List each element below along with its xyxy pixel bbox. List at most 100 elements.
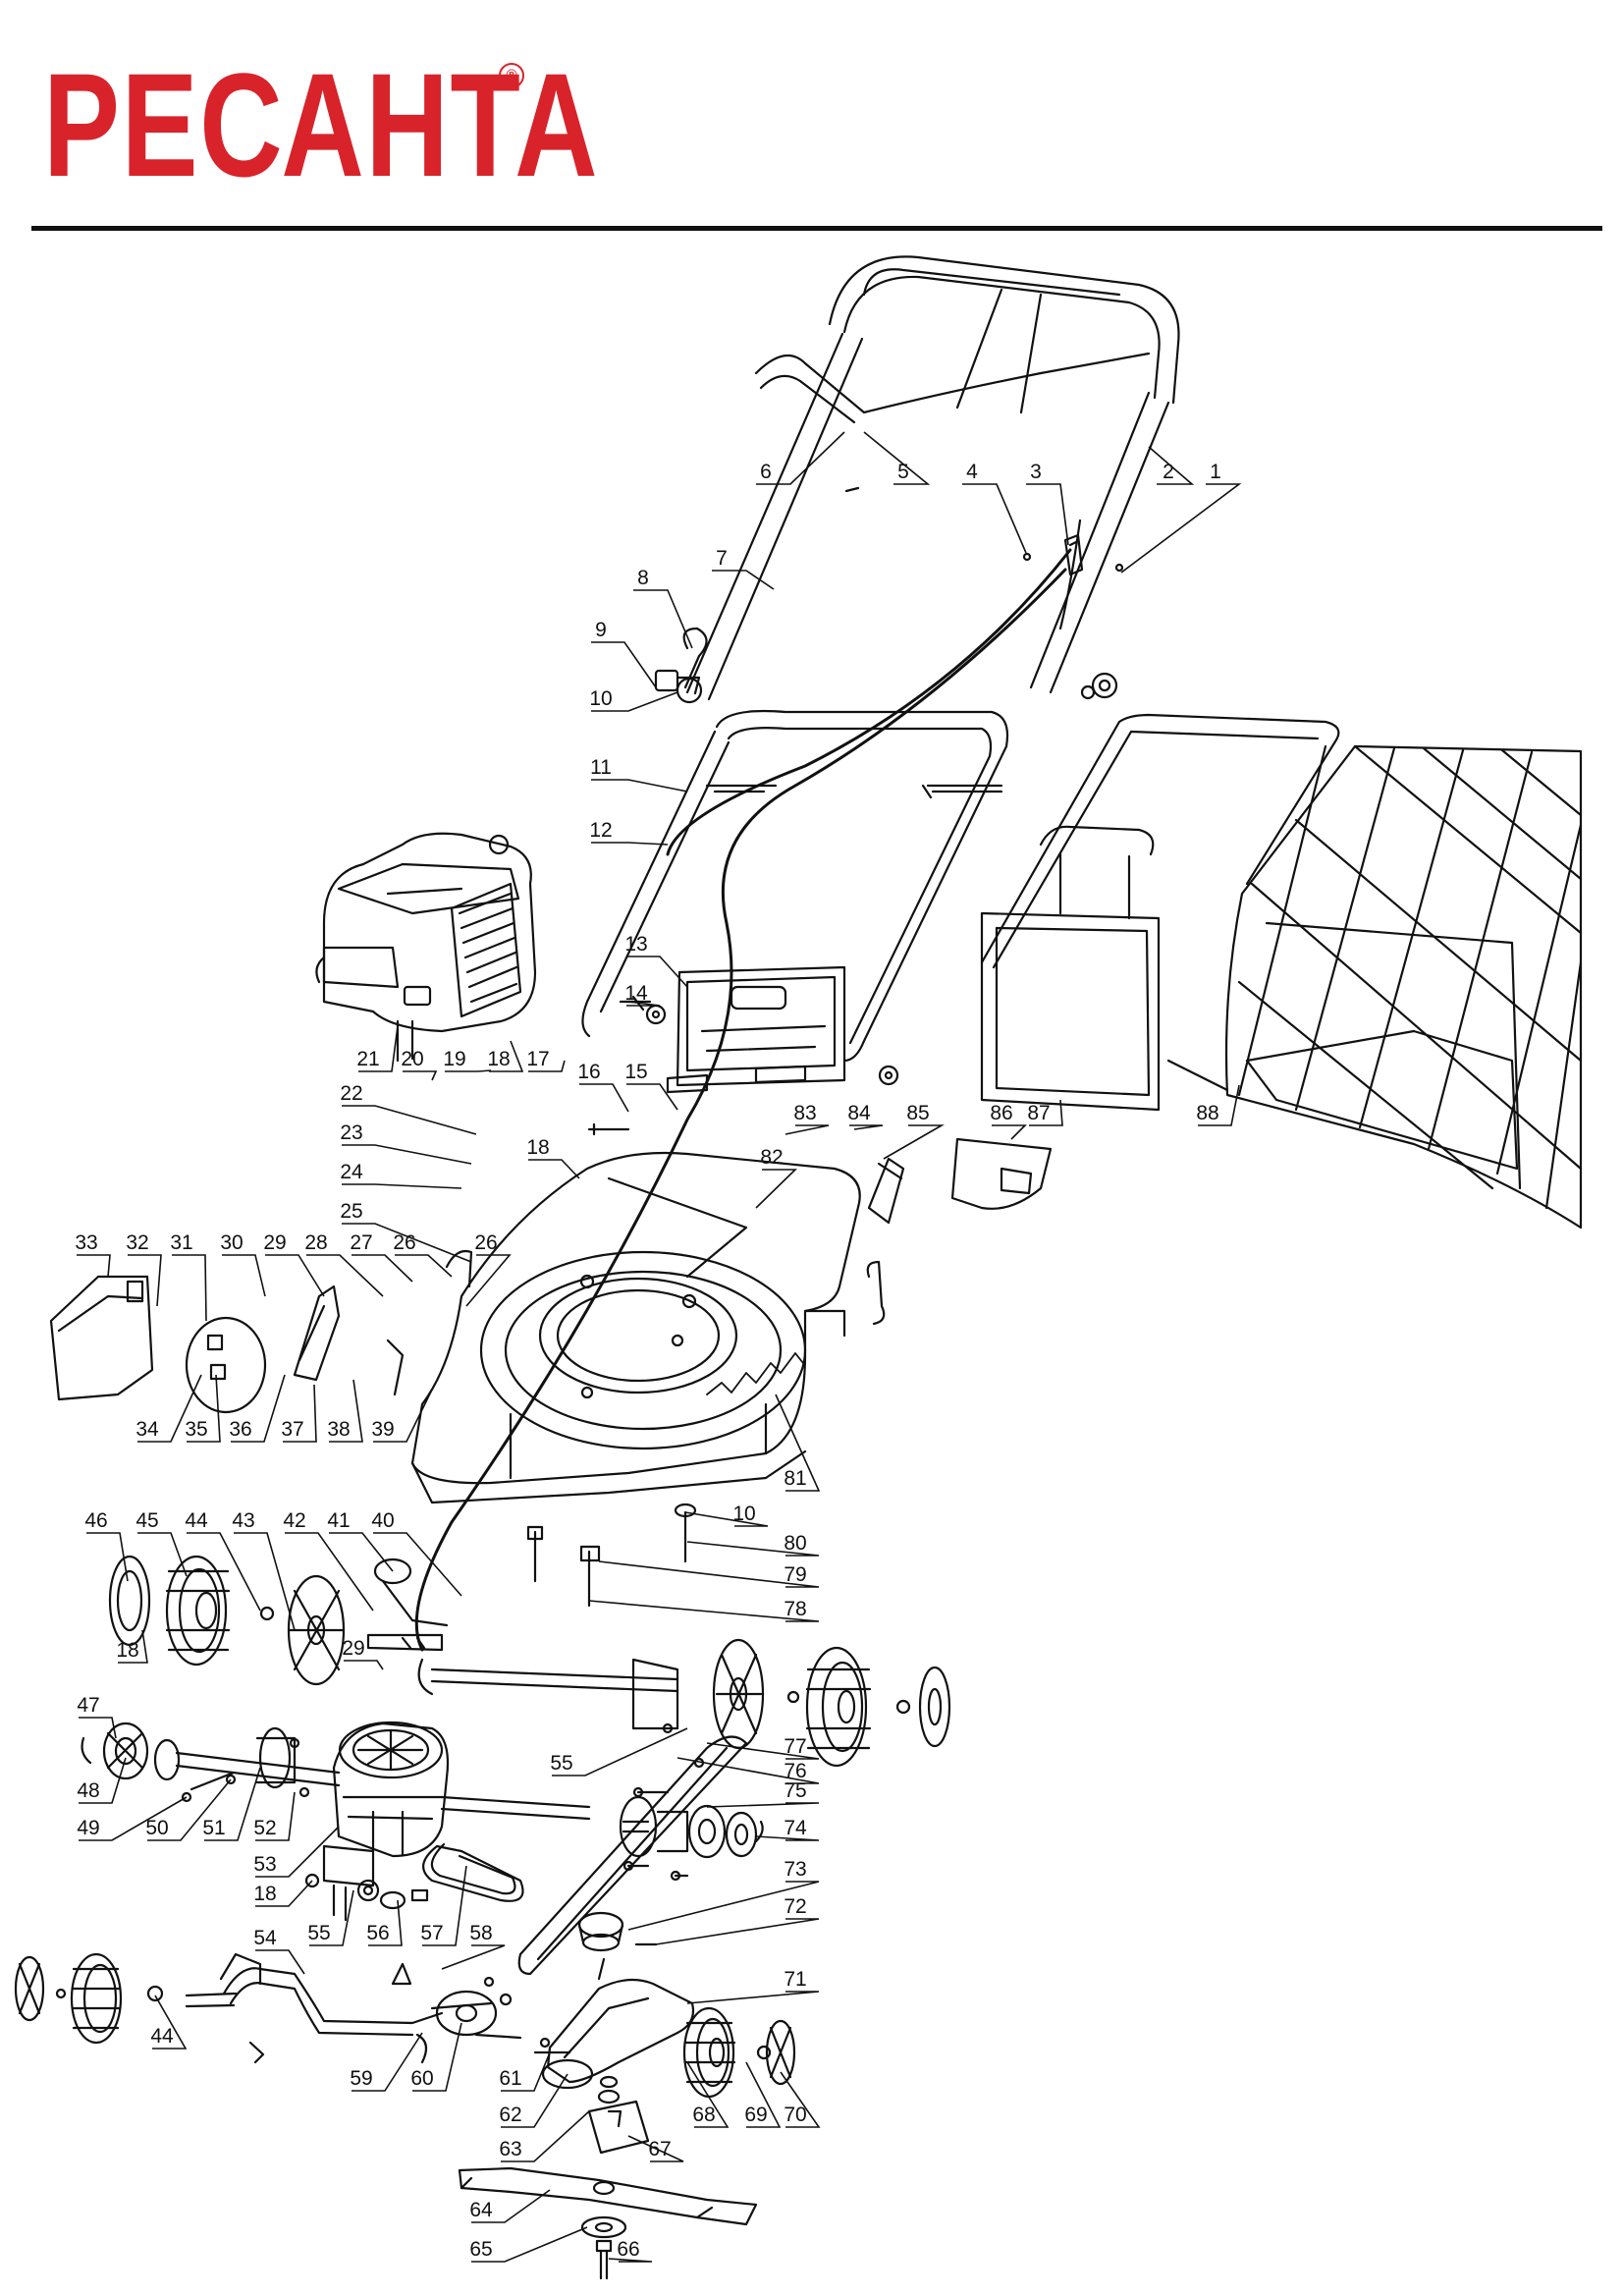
callout-9: 9 — [595, 619, 607, 641]
leader-line-18-repeat-1 — [118, 1629, 148, 1664]
leader-line-80 — [686, 1541, 820, 1557]
leader-line-39 — [373, 1389, 433, 1443]
leader-line-9 — [591, 641, 657, 688]
callout-25: 25 — [340, 1200, 362, 1223]
cutting-blade — [458, 2166, 758, 2226]
leader-line-50 — [147, 1778, 232, 1841]
callout-41: 41 — [327, 1509, 350, 1532]
leader-line-79 — [598, 1560, 820, 1588]
control-cable — [414, 548, 1072, 1652]
rear-left-wheel — [108, 1555, 449, 1686]
callout-18-repeat-1: 18 — [116, 1639, 138, 1662]
leader-line-65 — [471, 2226, 588, 2263]
leader-line-26 — [395, 1254, 453, 1278]
callout-76: 76 — [784, 1760, 806, 1782]
leader-line-69 — [745, 2061, 782, 2128]
leader-line-6 — [756, 431, 845, 485]
callout-30: 30 — [220, 1231, 243, 1254]
callout-19: 19 — [443, 1048, 465, 1070]
leader-line-19 — [445, 1069, 492, 1072]
blade-adapter — [587, 2075, 650, 2155]
leader-line-23 — [342, 1144, 472, 1165]
leader-line-81 — [775, 1394, 821, 1492]
leader-line-49 — [79, 1796, 188, 1841]
leader-line-25 — [342, 1223, 472, 1263]
callout-52: 52 — [253, 1817, 276, 1839]
callout-31: 31 — [170, 1231, 192, 1254]
leader-line-13 — [626, 956, 688, 988]
callout-6: 6 — [760, 461, 772, 483]
leader-line-33 — [77, 1254, 111, 1278]
leader-line-30 — [222, 1254, 266, 1297]
rear-right-wheel — [631, 1638, 951, 1768]
leader-line-12 — [591, 842, 669, 846]
callout-65: 65 — [469, 2238, 492, 2261]
callout-46: 46 — [84, 1509, 107, 1532]
callout-79: 79 — [784, 1563, 806, 1586]
leader-line-1 — [1120, 483, 1242, 574]
leader-line-67 — [627, 2135, 684, 2162]
leader-line-85 — [883, 1124, 945, 1160]
callout-74: 74 — [784, 1817, 807, 1839]
callout-53: 53 — [253, 1853, 276, 1876]
callout-84: 84 — [847, 1102, 871, 1124]
leader-line-7 — [712, 570, 775, 590]
leader-line-27 — [352, 1254, 413, 1283]
leader-line-75 — [706, 1802, 820, 1808]
callout-44-repeat-6: 44 — [150, 2025, 174, 2048]
callout-1: 1 — [1210, 461, 1221, 483]
leader-line-28 — [306, 1254, 384, 1297]
callout-38: 38 — [327, 1418, 350, 1441]
gearbox — [332, 1721, 450, 1858]
leader-line-70 — [780, 2071, 821, 2128]
callout-86: 86 — [990, 1102, 1012, 1124]
callout-56: 56 — [366, 1922, 389, 1944]
leader-line-66 — [608, 2258, 653, 2263]
pulley-assembly — [577, 1911, 658, 1952]
leader-line-26-repeat-4 — [465, 1254, 512, 1307]
callout-85: 85 — [906, 1102, 929, 1124]
leader-line-78 — [588, 1600, 820, 1622]
lever-bracket — [185, 1285, 341, 1414]
leader-line-68 — [686, 2061, 730, 2128]
callout-88: 88 — [1196, 1102, 1218, 1124]
callout-66: 66 — [617, 2238, 639, 2261]
callout-4: 4 — [966, 461, 978, 483]
callout-61: 61 — [499, 2067, 521, 2090]
leader-line-55 — [309, 1889, 354, 1946]
callout-13: 13 — [624, 933, 647, 956]
leader-line-47 — [79, 1717, 117, 1739]
leader-line-74 — [755, 1835, 820, 1841]
leader-line-4 — [962, 483, 1027, 554]
callout-11: 11 — [590, 756, 612, 779]
leader-line-10-repeat-0 — [684, 1511, 769, 1527]
registered-mark: ® — [499, 63, 524, 88]
leader-line-18-repeat-2 — [528, 1159, 580, 1179]
leader-line-56 — [368, 1899, 403, 1946]
leader-line-57 — [422, 1865, 467, 1946]
callout-42: 42 — [283, 1509, 305, 1532]
leader-line-59 — [352, 2032, 423, 2092]
leader-line-34 — [137, 1374, 202, 1443]
callout-83: 83 — [793, 1102, 816, 1124]
header-divider — [31, 226, 1602, 231]
callout-81: 81 — [784, 1467, 806, 1490]
leader-line-3 — [1026, 483, 1069, 546]
control-box — [666, 965, 846, 1094]
callout-44: 44 — [185, 1509, 208, 1532]
callout-64: 64 — [469, 2199, 493, 2221]
leader-line-38 — [329, 1379, 363, 1443]
callout-77: 77 — [784, 1735, 806, 1758]
leader-line-54 — [255, 1949, 305, 1975]
leader-line-36 — [231, 1374, 286, 1443]
leader-line-40 — [373, 1532, 462, 1597]
leader-line-71 — [686, 1991, 820, 2004]
leader-line-29 — [265, 1254, 325, 1297]
gearbox-mount — [304, 1844, 429, 1922]
callout-10: 10 — [589, 687, 612, 710]
callout-33: 33 — [75, 1231, 97, 1254]
leader-line-53 — [255, 1826, 340, 1878]
leader-line-82 — [755, 1169, 797, 1209]
leader-line-51 — [204, 1767, 261, 1841]
blade-bolt — [580, 2215, 627, 2280]
